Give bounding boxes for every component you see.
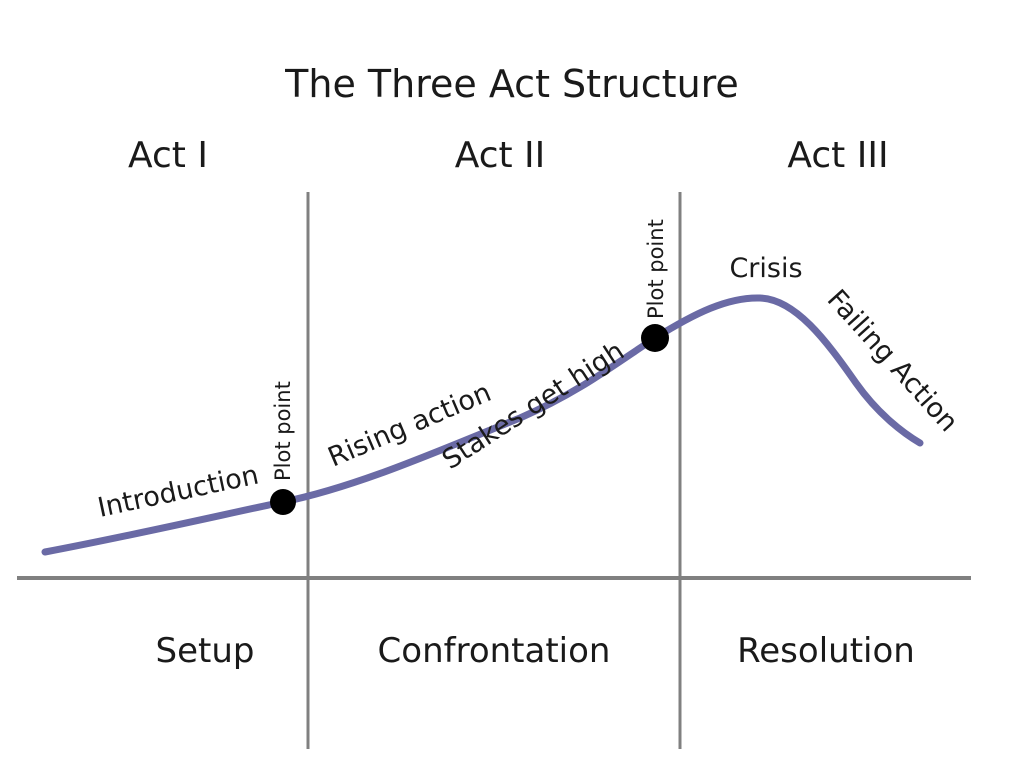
dramatic-tension-curve xyxy=(41,294,924,556)
plot-point-label-1: Plot point xyxy=(271,381,295,481)
act-heading-2: Act II xyxy=(455,135,546,176)
plot-point-label-2: Plot point xyxy=(644,219,668,319)
phase-label-resolution: Resolution xyxy=(737,631,915,671)
phase-label-confrontation: Confrontation xyxy=(378,631,611,671)
act-heading-1: Act I xyxy=(128,135,208,176)
plot-point-marker-2 xyxy=(641,324,669,352)
page-title: The Three Act Structure xyxy=(284,62,739,106)
phase-label-setup: Setup xyxy=(156,631,255,671)
plot-point-marker-1 xyxy=(270,489,296,515)
curve-label-crisis: Crisis xyxy=(729,253,802,284)
act-heading-3: Act III xyxy=(787,135,888,176)
